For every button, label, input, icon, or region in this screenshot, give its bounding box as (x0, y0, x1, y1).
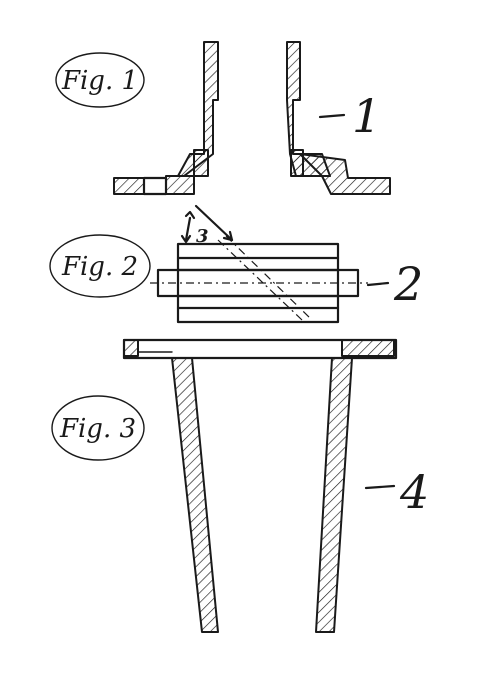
fig2-detail-arrow (180, 204, 234, 244)
fig1-leader-line (318, 113, 346, 119)
fig2-label: Fig. 2 (61, 252, 138, 282)
fig3-leader-line (364, 484, 396, 490)
figure-2: Fig. 2 3 2 (49, 204, 423, 324)
fig3-sleeve-walls (171, 357, 353, 633)
fig1-ref-number: 1 (352, 89, 381, 143)
figure-3: Fig. 3 4 (51, 338, 429, 633)
fig2-cylinder (150, 235, 368, 324)
fig1-left-section (113, 41, 219, 196)
fig3-label-oval (51, 395, 145, 461)
fig1-label: Fig. 1 (61, 66, 138, 96)
fig3-ref-number: 4 (399, 465, 429, 519)
fig3-label: Fig. 3 (59, 414, 136, 444)
figure-1: Fig. 1 1 (55, 41, 391, 196)
fig1-label-oval (55, 52, 145, 108)
fig2-leader-line (366, 281, 390, 287)
fig2-detail-ref: 3 (196, 226, 209, 247)
fig2-ref-number: 2 (393, 257, 423, 311)
fig1-right-section (286, 41, 391, 195)
fig3-flange (122, 338, 398, 360)
fig2-label-oval (49, 234, 151, 298)
